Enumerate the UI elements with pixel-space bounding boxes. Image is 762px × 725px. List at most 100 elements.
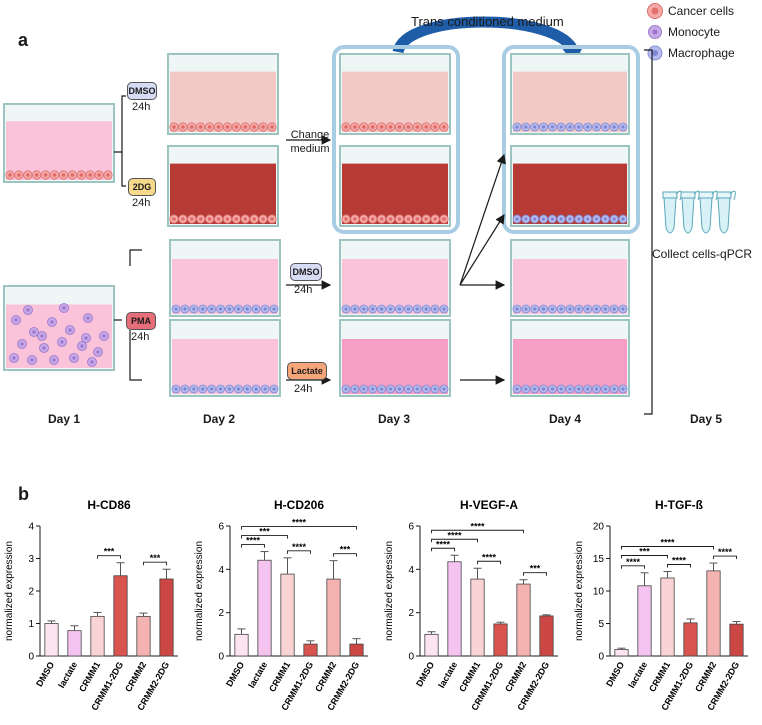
y-axis-label: normalized expression (4, 541, 15, 641)
significance-bracket (621, 555, 668, 559)
dmso-badge-mid: DMSO (290, 263, 322, 281)
pma-badge: PMA (126, 312, 156, 330)
significance-bracket (287, 550, 311, 554)
x-tick-label: DMSO (414, 660, 436, 688)
significance-bracket (97, 555, 121, 559)
y-tick-label: 15 (593, 554, 605, 565)
significance-bracket (143, 561, 167, 566)
time-label-2: 24h (132, 197, 151, 209)
legend-monocyte-label: Monocyte (668, 25, 721, 39)
significance-label: **** (470, 521, 485, 531)
significance-bracket (241, 526, 357, 530)
flow-lines (114, 49, 653, 415)
significance-bracket (241, 544, 265, 548)
well-day3-2dg (339, 145, 451, 227)
well-day4-crmm-2dg (510, 145, 630, 227)
significance-label: **** (436, 539, 451, 549)
significance-bracket (523, 572, 547, 576)
well-day4-crmm (510, 53, 630, 135)
y-tick-label: 4 (408, 565, 414, 576)
significance-bracket (431, 538, 478, 543)
chart-title: H-CD206 (274, 498, 324, 512)
y-tick-label: 3 (28, 554, 34, 565)
bar-crmm2 (326, 578, 341, 657)
bar-crmm2 (706, 570, 721, 657)
well-day2-dmso (167, 53, 279, 135)
y-tick-label: 2 (218, 608, 224, 619)
bar-dmso (424, 633, 439, 657)
day-3-label: Day 3 (378, 412, 411, 426)
chart-4: H-TGF-ß normalized expression 0 5 10 15 20DMSO… (574, 498, 748, 712)
bar-crmm1-2dg (493, 623, 508, 657)
well-day3-dmso (339, 239, 451, 317)
cancer-cell-icon (647, 3, 663, 19)
bar-crmm1-2dg (303, 643, 318, 657)
well-day1-monocyte (3, 285, 115, 371)
x-tick-label: DMSO (604, 660, 626, 688)
day-5-label: Day 5 (690, 412, 723, 426)
significance-label: **** (482, 552, 497, 562)
day-4-label: Day 4 (549, 412, 582, 426)
well-day4-lactate (510, 319, 630, 397)
well-day3-dmso (339, 53, 451, 135)
y-tick-label: 5 (598, 619, 604, 630)
chart-title: H-VEGF-A (460, 498, 518, 512)
x-tick-label: CRMM2 (313, 660, 338, 694)
significance-label: **** (292, 542, 307, 552)
bar-crmm1-2dg (113, 575, 128, 657)
well-day1-cancer (3, 103, 115, 183)
x-tick-label: CRMM1 (647, 660, 672, 694)
significance-bracket (431, 529, 524, 534)
y-axis-label: normalized expression (384, 541, 395, 641)
time-label-1: 24h (132, 101, 151, 113)
x-tick-label: CRMM2 (693, 660, 718, 694)
significance-label: *** (104, 547, 115, 557)
significance-label: **** (246, 536, 261, 546)
y-axis-label: normalized expression (574, 541, 585, 641)
transfer-arrow (392, 16, 580, 55)
bar-crmm1 (470, 578, 485, 657)
y-tick-label: 6 (408, 522, 414, 533)
y-tick-label: 1 (28, 619, 34, 630)
bar-dmso (44, 623, 59, 657)
bar-crmm2 (516, 583, 531, 657)
time-label-4: 24h (294, 284, 313, 296)
experiment-diagram (3, 16, 736, 415)
change-medium-label: Change medium (290, 129, 330, 155)
x-tick-label: CRMM2 (123, 660, 148, 694)
y-tick-label: 4 (28, 522, 34, 533)
chart-title: H-TGF-ß (655, 498, 703, 512)
significance-label: *** (340, 545, 351, 555)
y-tick-label: 0 (598, 652, 604, 663)
x-tick-label: DMSO (224, 660, 246, 688)
significance-bracket (333, 553, 357, 557)
significance-label: **** (292, 518, 307, 528)
transfer-label: Trans conditioned medium (411, 14, 564, 29)
2dg-badge: 2DG (128, 178, 156, 196)
legend-cancer-label: Cancer cells (668, 4, 735, 18)
significance-bracket (621, 546, 714, 550)
x-tick-label: lactate (626, 660, 649, 690)
significance-label: *** (150, 553, 161, 563)
significance-label: *** (259, 527, 270, 537)
significance-label: **** (718, 547, 733, 557)
bar-crmm1 (660, 577, 675, 657)
x-tick-label: CRMM1 (457, 660, 482, 694)
bar-crmm2 (136, 615, 151, 657)
bar-crmm1-2dg (683, 622, 698, 657)
y-tick-label: 10 (593, 587, 605, 598)
significance-label: **** (660, 538, 675, 548)
y-tick-label: 2 (28, 587, 34, 598)
y-tick-label: 20 (593, 522, 605, 533)
significance-label: *** (639, 547, 650, 557)
arrows (286, 135, 506, 385)
bar-lactate (447, 561, 462, 657)
x-tick-label: CRMM2 (503, 660, 528, 694)
y-tick-label: 0 (408, 652, 414, 663)
bar-lactate (257, 559, 272, 657)
significance-label: *** (530, 564, 541, 574)
well-day4-dmso (510, 239, 630, 317)
significance-bracket (667, 564, 691, 568)
